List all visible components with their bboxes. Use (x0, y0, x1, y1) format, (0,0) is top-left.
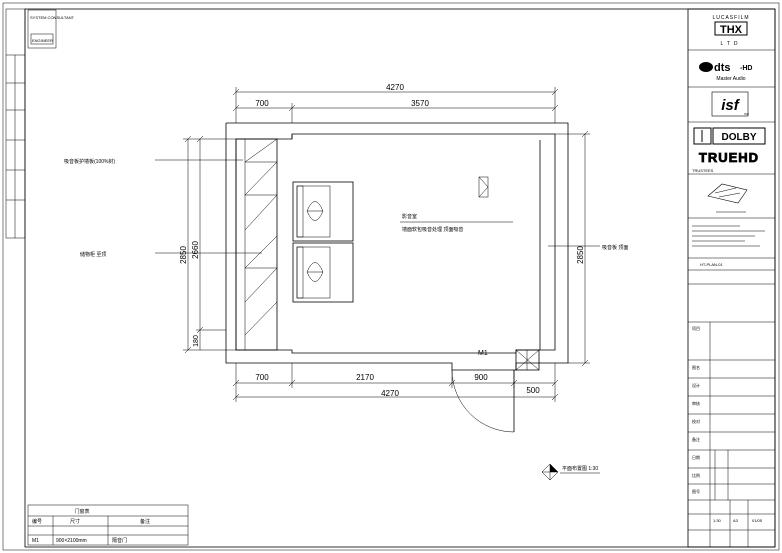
recliner-1 (292, 181, 354, 242)
schedule-header-id: 编号 (32, 518, 42, 525)
isf-sub: ISC (744, 112, 750, 116)
note-acoustic-wall: 吸音板护墙板(100%封) (64, 158, 115, 165)
title-block: LUCASFILM THX LTD dts -HD Master Audio i… (687, 8, 776, 548)
dts-suffix: -HD (740, 65, 752, 72)
size-value: A3 (733, 518, 739, 523)
master-audio-text: Master Audio (716, 76, 745, 82)
projector (478, 176, 489, 198)
thx-sub: LTD (720, 41, 741, 47)
floor-plan (225, 122, 569, 433)
plan-symbol (541, 463, 559, 481)
recliner-2 (292, 242, 354, 303)
project-code: HT-PLAN-01 (700, 262, 723, 267)
thx-logo (714, 21, 748, 36)
dolby-text: DOLBY (722, 132, 757, 143)
schedule-title: 门窗表 (74, 508, 89, 515)
plan-title: 平面布置图 1:30 (562, 465, 598, 472)
dim-bottom-door: 900 (474, 373, 488, 382)
dim-bottom-right: 500 (526, 386, 540, 395)
dim-top-total: 4270 (386, 83, 404, 92)
label-review: 审核 (692, 400, 700, 406)
label-date: 日期 (692, 454, 700, 460)
dim-top-left: 700 (255, 99, 269, 108)
note-room-label: 影音室 (402, 213, 417, 220)
title-block-top: TRUSTEES (692, 168, 714, 173)
dim-left-height: 2850 (179, 246, 188, 264)
dim-top-right: 3570 (411, 99, 429, 108)
label-design: 设计 (692, 382, 700, 388)
schedule-row-id: M1 (32, 538, 39, 544)
door-tag: M1 (478, 350, 488, 357)
label-project: 项目 (692, 325, 700, 331)
dim-bottom-mid: 2170 (356, 373, 374, 382)
scale-value: 1:30 (713, 518, 722, 523)
thx-mark: THX (720, 24, 743, 36)
storage-cabinet (235, 138, 278, 351)
schedule-header-note: 备注 (140, 518, 150, 525)
note-room-desc: 墙面软包吸音处理 顶面吸音 (402, 226, 463, 233)
isf-text: isf (721, 97, 741, 114)
dim-left-small: 180 (193, 335, 200, 347)
stamp-label: ENGINEER (32, 38, 53, 43)
left-strip: SYSTEM CONSULTANT ENGINEER (5, 8, 75, 239)
label-scale: 比例 (692, 472, 700, 478)
note-right-wall: 吸音板 顶面 (602, 244, 628, 251)
schedule-row-size: 900×2100mm (56, 538, 87, 544)
label-number: 图号 (692, 488, 700, 494)
company-label: SYSTEM CONSULTANT (30, 15, 75, 20)
dts-logo (699, 62, 713, 72)
column (515, 349, 540, 371)
label-check: 校对 (692, 418, 700, 424)
dim-bottom-left: 700 (255, 373, 269, 382)
dim-bottom-total: 4270 (381, 389, 399, 398)
isf-logo (711, 91, 749, 117)
sheet-value: 01/05 (752, 518, 763, 523)
dim-right-height: 2850 (576, 246, 585, 264)
dim-left-inner: 2660 (191, 241, 200, 259)
label-note: 备注 (692, 436, 700, 442)
schedule-header-size: 尺寸 (70, 518, 80, 525)
schedule-row-note: 隔音门 (112, 537, 127, 544)
annotations: 吸音板护墙板(100%封) 储物柜 至顶 影音室 墙面软包吸音处理 顶面吸音 吸… (64, 158, 628, 481)
dts-text: dts (714, 62, 731, 74)
label-drawing: 图名 (692, 364, 700, 370)
company-logo (707, 183, 748, 204)
truehd-text: TRUEHD (699, 150, 759, 165)
dimensions: 4270 700 3570 700 2170 900 500 4270 2850 (179, 83, 590, 402)
note-storage: 储物柜 至顶 (80, 251, 106, 258)
lucasfilm-text: LUCASFILM (712, 15, 749, 21)
door-schedule: 门窗表 编号 尺寸 备注 M1 900×2100mm 隔音门 (27, 504, 189, 546)
interior-wall (235, 133, 556, 354)
